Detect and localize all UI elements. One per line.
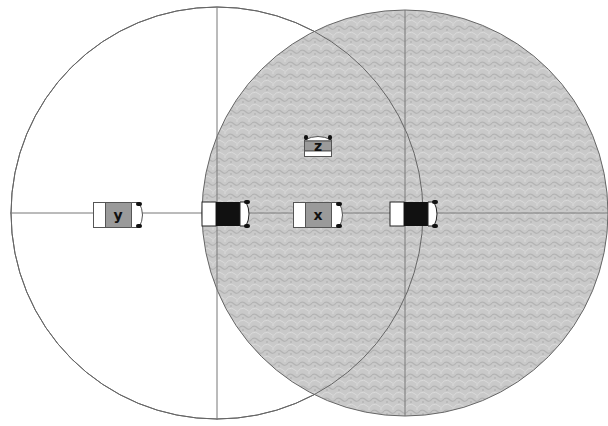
car-label: x (305, 207, 331, 223)
car-node: z (304, 133, 332, 157)
black-car (202, 200, 250, 228)
car-node: y (93, 202, 147, 228)
car-label: y (105, 207, 131, 223)
black-car (390, 200, 438, 228)
car-node: x (293, 202, 347, 228)
car-label: z (304, 138, 332, 154)
